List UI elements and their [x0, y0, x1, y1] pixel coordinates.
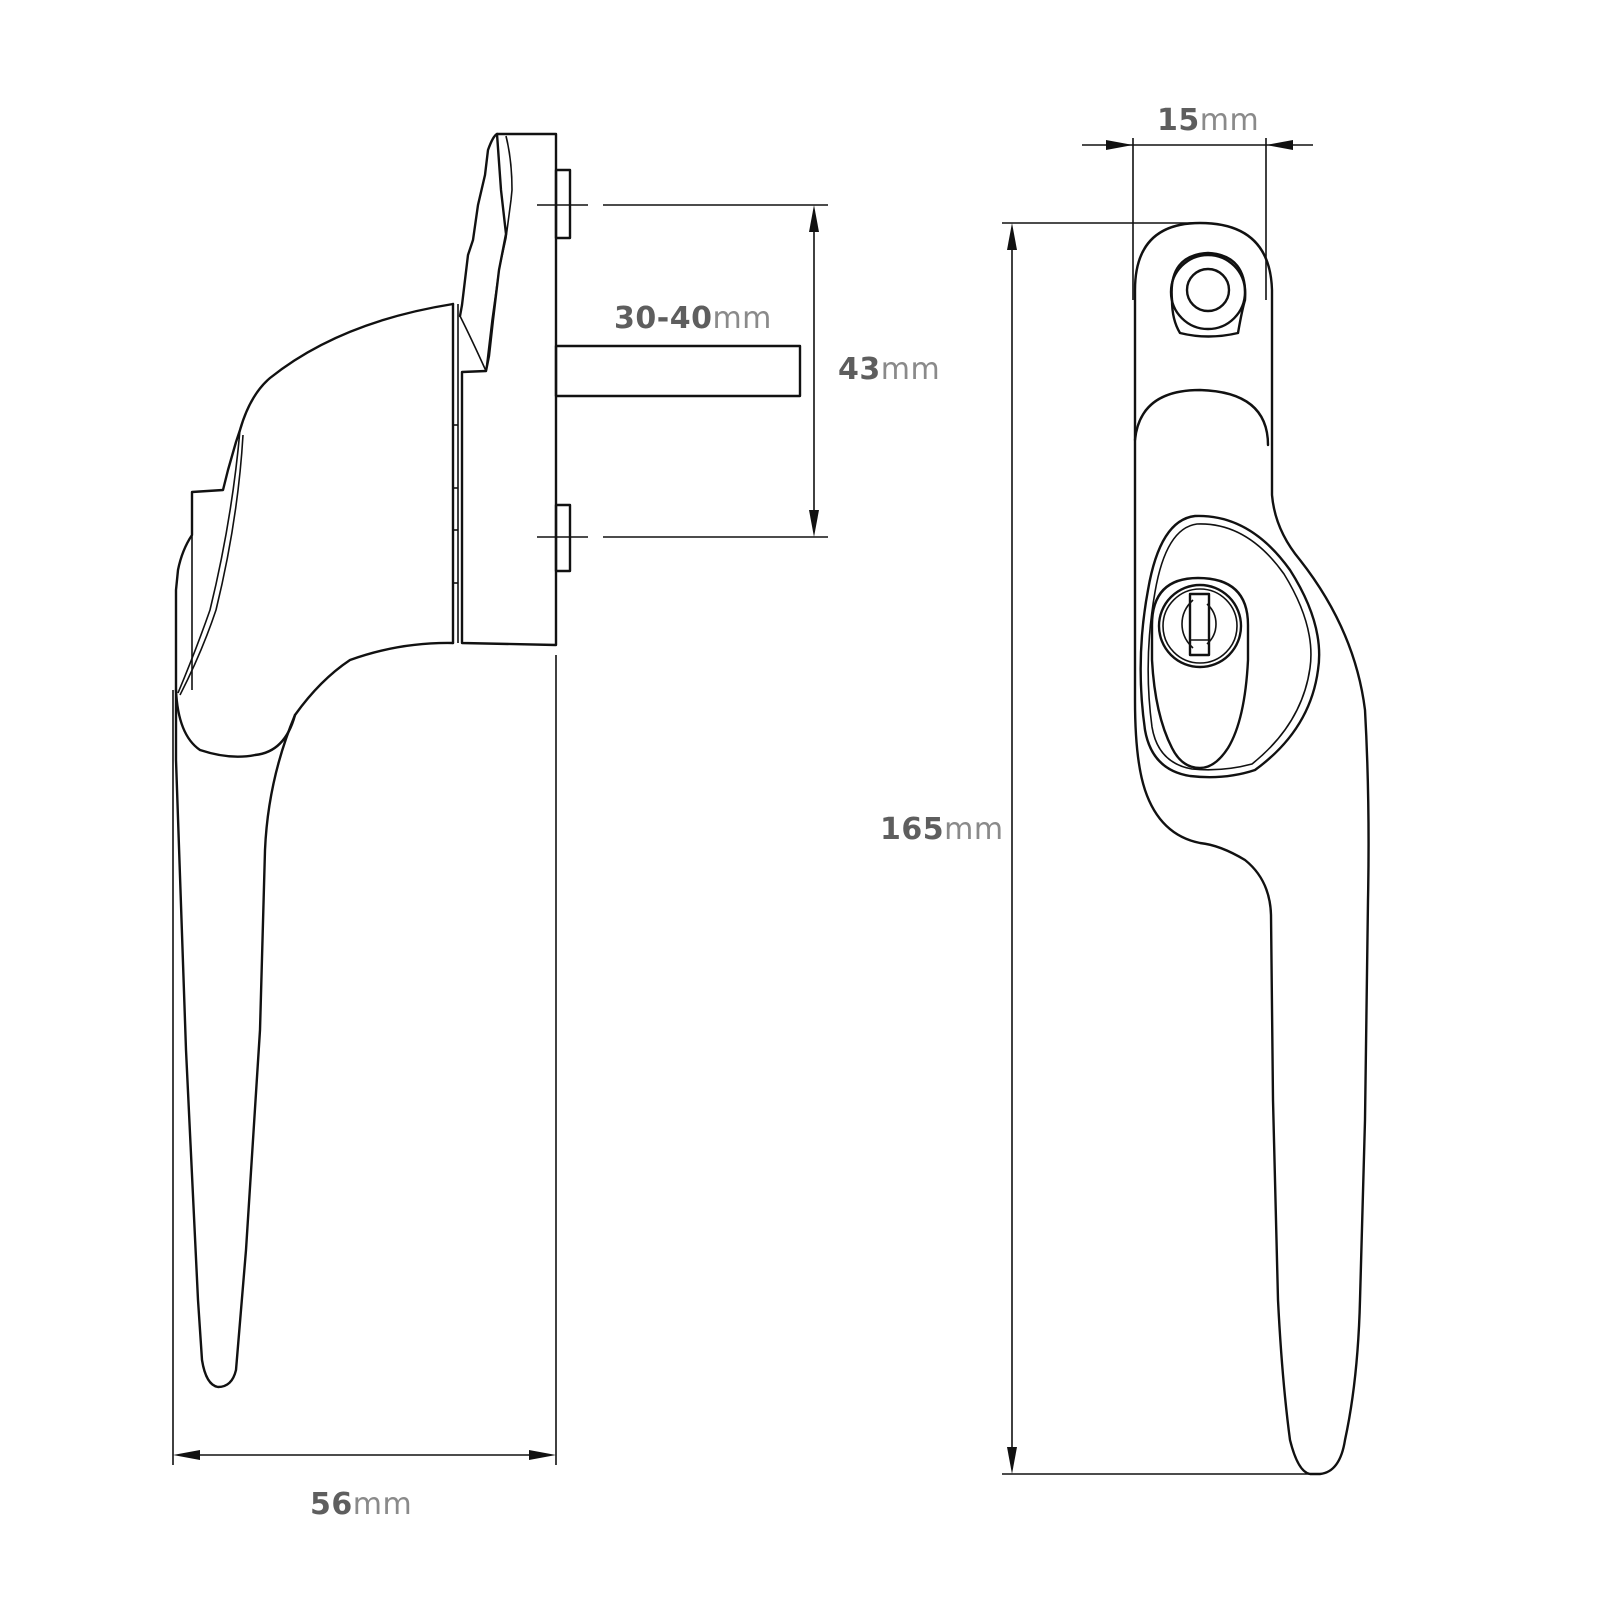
- escutcheon-inner: [1147, 523, 1312, 771]
- fixing-bolt-bottom: [554, 503, 572, 573]
- handle-body: [174, 302, 455, 758]
- overall-width-value: 56: [310, 1487, 353, 1522]
- base-top-lever-inner: [485, 135, 513, 372]
- eye-hole: [1185, 267, 1231, 313]
- label-fixing-centres: 43mm: [838, 355, 940, 385]
- handle-grip: [174, 688, 297, 1389]
- fixing-centres-unit: mm: [880, 352, 941, 387]
- handle-curve-inner: [177, 429, 241, 694]
- lock-housing: [1150, 576, 1250, 770]
- keyway-icon: [1188, 592, 1211, 657]
- side-view: [174, 132, 802, 1389]
- handle-width-value: 15: [1157, 103, 1200, 138]
- label-spindle-length: 30-40mm: [614, 304, 772, 334]
- label-handle-width: 15mm: [1157, 106, 1259, 136]
- eye-boss: [1170, 251, 1247, 338]
- inner-tongue: [1133, 388, 1270, 447]
- front-outline: [1133, 221, 1370, 1476]
- escutcheon-outer: [1139, 514, 1321, 779]
- spindle: [554, 344, 802, 398]
- eye-ring: [1169, 253, 1247, 331]
- lock-cylinder: [1157, 583, 1243, 669]
- overall-height-unit: mm: [944, 812, 1004, 847]
- dimension-fixing-centres: [603, 204, 828, 538]
- base-lever-wedge: [459, 315, 487, 372]
- dimension-overall-width: [172, 655, 557, 1465]
- dimension-handle-width: [1082, 138, 1313, 300]
- spindle-length-value: 30-40: [614, 301, 713, 336]
- fixing-centres-value: 43: [838, 352, 881, 387]
- fixing-bolt-top: [554, 168, 572, 240]
- handle-width-unit: mm: [1199, 103, 1260, 138]
- front-view: [1133, 221, 1370, 1476]
- label-overall-width: 56mm: [310, 1490, 412, 1520]
- base-top-lever: [458, 132, 499, 318]
- label-overall-height: 165mm: [880, 815, 1004, 845]
- dimension-overall-height: [1002, 222, 1320, 1475]
- handle-curve-inner-2: [179, 434, 244, 696]
- spindle-length-unit: mm: [712, 301, 772, 336]
- overall-width-unit: mm: [352, 1487, 413, 1522]
- overall-height-value: 165: [880, 812, 945, 847]
